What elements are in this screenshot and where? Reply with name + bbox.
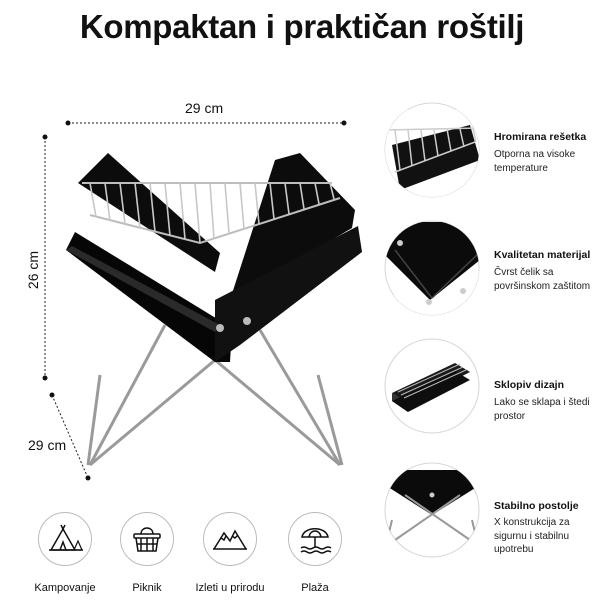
feature-description: Lako se sklapa i štedi prostor [494, 397, 590, 422]
page-title: Kompaktan i praktičan roštilj [79, 8, 525, 45]
dimension-lines [44, 122, 344, 479]
feature-image-stand [384, 462, 480, 558]
grill-drawing [66, 153, 362, 467]
feature-description: Otporna na visoke temperature [494, 149, 576, 174]
feature-image-grate [384, 102, 480, 198]
picnic-basket-icon [120, 512, 174, 566]
mountains-icon [203, 512, 257, 566]
feature-image-folded [384, 338, 480, 434]
beach-umbrella-icon [288, 512, 342, 566]
feature-title: Stabilno postolje [494, 500, 579, 512]
feature-image-material [384, 220, 480, 316]
feature-title: Kvalitetan materijal [494, 249, 591, 261]
use-label: Izleti u prirodu [195, 582, 265, 594]
feature-description: Čvrst čelik sa površinskom zaštitom [494, 267, 591, 292]
feature-title: Sklopiv dizajn [494, 379, 565, 391]
use-label: Piknik [132, 582, 162, 594]
use-label: Plaža [301, 582, 329, 594]
feature-description: X konstrukcija za sigurnu i stabilnu upo… [494, 517, 570, 555]
use-label: Kampovanje [34, 582, 96, 594]
camping-tent-icon [38, 512, 92, 566]
height-dimension-label: 26 cm [25, 250, 41, 290]
width-dimension-label: 29 cm [185, 100, 224, 116]
depth-dimension-label: 29 cm [28, 437, 67, 453]
feature-title: Hromirana rešetka [494, 131, 587, 143]
